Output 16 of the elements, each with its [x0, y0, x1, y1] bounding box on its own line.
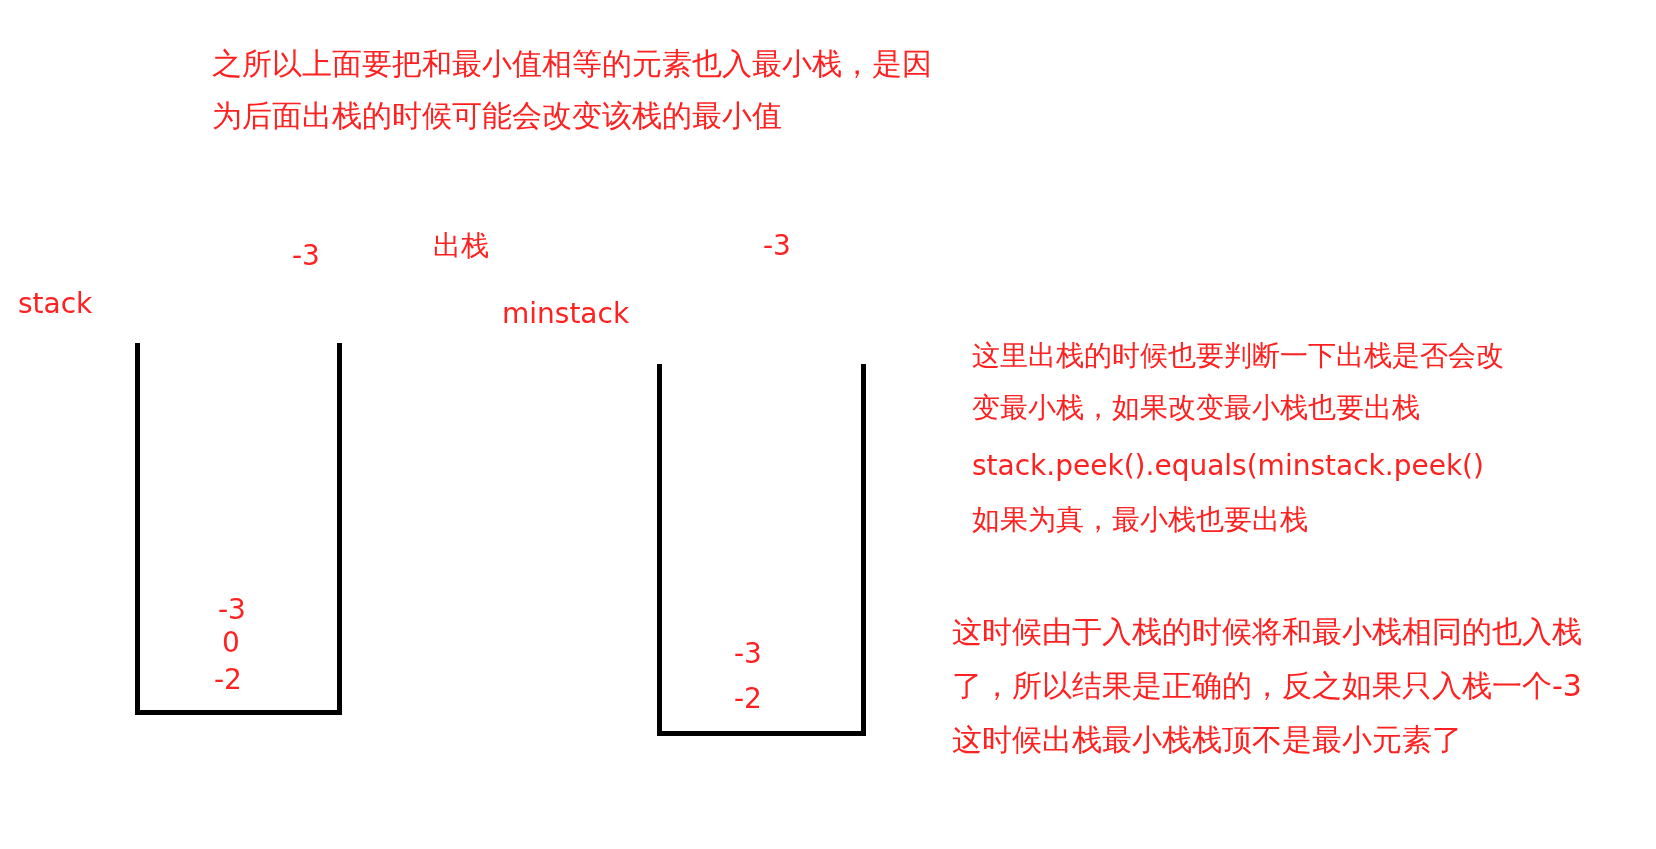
- stack-container: [657, 364, 866, 736]
- stack-name: minstack: [502, 296, 630, 332]
- note-text: 如果为真，最小栈也要出栈: [972, 502, 1308, 538]
- stack-value: -2: [734, 682, 762, 716]
- operation-label: 出栈: [433, 228, 489, 264]
- note-text: 之所以上面要把和最小值相等的元素也入最小栈，是因为后面出栈的时候可能会改变该栈的最小值: [212, 45, 932, 135]
- code-text: stack.peek().equals(minstack.peek(): [972, 448, 1484, 484]
- popped-value: -3: [292, 238, 320, 274]
- stack-value: -3: [734, 637, 762, 671]
- stack-value: -3: [218, 593, 246, 627]
- stack-value: 0: [222, 626, 240, 660]
- stack-name: stack: [18, 286, 93, 322]
- stack-value: -2: [214, 663, 242, 697]
- popped-value: -3: [763, 228, 791, 264]
- stack-container: [135, 343, 342, 715]
- note-text: 这时候由于入栈的时候将和最小栈相同的也入栈了，所以结果是正确的，反之如果只入栈一个-3这时候出栈最小栈栈顶不是最小元素了: [952, 613, 1583, 759]
